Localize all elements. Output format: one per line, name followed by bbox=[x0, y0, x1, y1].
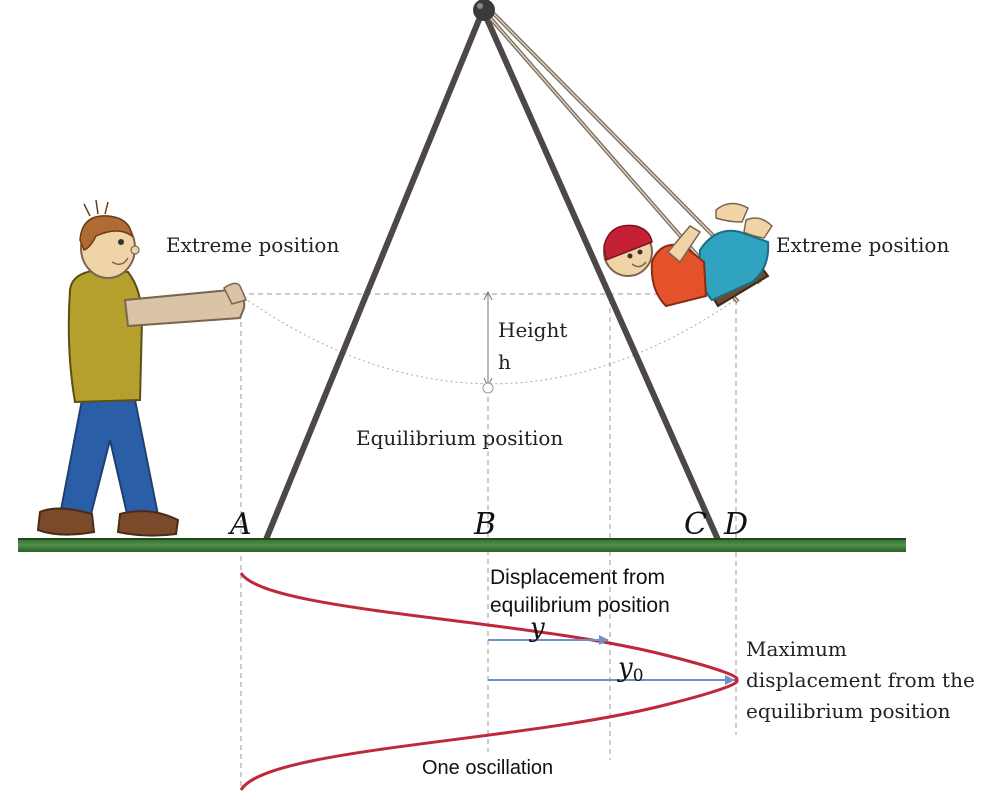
label-one-oscillation: One oscillation bbox=[422, 757, 553, 779]
point-a: A bbox=[227, 507, 252, 542]
frame-leg-left bbox=[262, 7, 486, 545]
label-extreme-right: Extreme position bbox=[776, 233, 949, 257]
label-y0: y0 bbox=[617, 653, 644, 686]
label-max-line2: displacement from the bbox=[746, 668, 975, 692]
label-height-symbol: h bbox=[498, 350, 511, 374]
point-c: C bbox=[684, 507, 707, 542]
point-b: B bbox=[473, 507, 496, 542]
label-equilibrium: Equilibrium position bbox=[356, 426, 563, 450]
ground bbox=[18, 538, 906, 552]
child-on-swing bbox=[603, 202, 773, 308]
frame-leg-right bbox=[480, 7, 722, 545]
man-pushing bbox=[36, 199, 248, 537]
oscillation-curve bbox=[239, 572, 739, 791]
equilibrium-point bbox=[482, 382, 494, 394]
label-displacement-line2: equilibrium position bbox=[490, 594, 670, 617]
pivot bbox=[473, 0, 495, 21]
label-max-line3: equilibrium position bbox=[746, 699, 951, 723]
point-d: D bbox=[723, 507, 748, 542]
label-y: y bbox=[529, 613, 545, 643]
label-displacement-line1: Displacement from bbox=[490, 566, 665, 589]
swing-arc bbox=[239, 294, 736, 385]
label-extreme-left: Extreme position bbox=[166, 233, 339, 257]
label-height: Height bbox=[498, 318, 567, 342]
label-max-line1: Maximum bbox=[746, 637, 847, 661]
